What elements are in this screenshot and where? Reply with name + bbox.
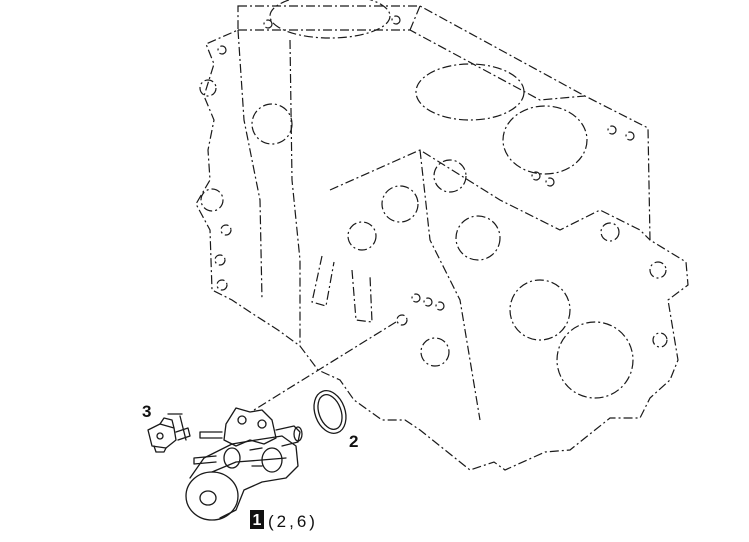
block-port — [381, 185, 419, 223]
dipstick-tube — [311, 255, 373, 323]
block-boss — [600, 222, 620, 242]
cylinder-bore-2 — [415, 63, 525, 121]
block-bore-front — [556, 321, 634, 399]
pump-side-boss — [223, 447, 241, 469]
temperature-sensor-part — [147, 413, 191, 453]
block-boss — [200, 188, 224, 212]
pump-flange — [223, 407, 277, 447]
block-port — [455, 215, 501, 261]
block-bore-side — [251, 103, 293, 145]
callout-water-pump-refs: (2,6) — [268, 512, 318, 531]
pump-shaft-end — [199, 490, 217, 506]
callout-water-pump-number: 1 — [253, 512, 262, 529]
cylinder-head-deck — [238, 5, 586, 101]
engine-block — [195, 0, 689, 471]
callout-temperature-sensor: 3 — [142, 402, 151, 421]
callout-water-pump: 1 (2,6) — [250, 510, 318, 531]
block-port — [433, 159, 467, 193]
cylinder-bore-3 — [502, 105, 588, 175]
block-bore-front — [509, 279, 571, 341]
callout-seal-ring: 2 — [349, 432, 358, 451]
block-rib-left — [237, 29, 301, 346]
pump-stud-bolt — [193, 455, 217, 465]
pump-stud-bolt — [199, 431, 223, 439]
seal-ring-outer — [313, 390, 347, 434]
assembly-leader-line — [253, 321, 397, 411]
bolt-hole-row — [214, 15, 635, 326]
seal-ring-inner — [317, 394, 343, 430]
callout-number-badge — [250, 510, 264, 529]
pump-bolt-hole — [257, 419, 267, 429]
sensor-leader — [167, 413, 187, 441]
block-front-face — [329, 149, 651, 421]
block-port — [347, 221, 377, 251]
water-pump-part — [185, 407, 303, 521]
temperature-sensor-body — [147, 423, 177, 449]
pump-housing — [189, 435, 299, 519]
block-boss — [649, 261, 667, 279]
pump-outlet-nozzle — [275, 425, 301, 447]
pump-bolt-hole — [237, 415, 247, 425]
block-boss — [652, 332, 668, 348]
seal-ring-part — [313, 390, 347, 434]
block-boss — [199, 79, 217, 97]
block-port — [420, 337, 450, 367]
pump-inlet — [261, 447, 283, 473]
cylinder-bore-1 — [269, 0, 391, 39]
engine-block-outline — [195, 5, 689, 471]
